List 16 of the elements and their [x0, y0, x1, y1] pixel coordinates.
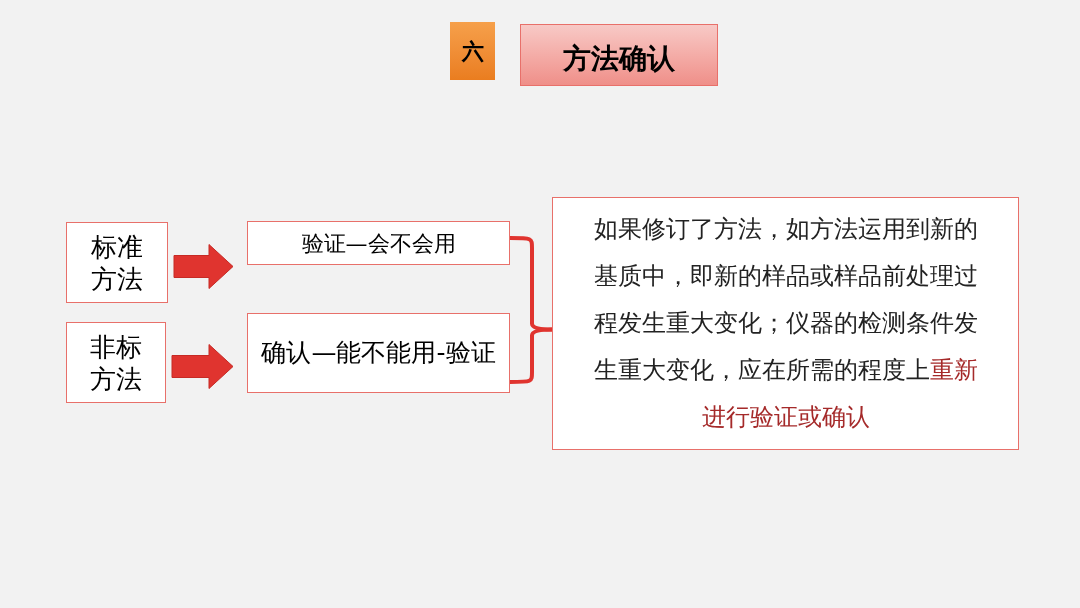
node-text: 六	[461, 37, 484, 66]
title-box	[520, 24, 718, 86]
node-text: 非标方法	[89, 330, 143, 395]
process-box	[247, 221, 510, 265]
section-number-badge	[450, 22, 495, 80]
block-arrow	[171, 344, 234, 389]
node-text: 方法确认	[563, 41, 675, 77]
block-arrow	[173, 244, 234, 289]
process-box	[247, 313, 510, 393]
node-text: 标准方法	[90, 230, 144, 295]
method-box	[66, 322, 166, 403]
node-text: 验证—会不会用	[301, 229, 456, 258]
node-text: 确认—能不能用-验证	[261, 337, 496, 369]
method-box	[66, 222, 168, 303]
node-text: 如果修订了方法，如方法运用到新的基质中，即新的样品或样品前处理过程发生重大变化；仪器的检测条件发生重大变化，应在所需的程度上重新进行验证或确认	[592, 214, 979, 433]
note-box	[552, 197, 1019, 450]
